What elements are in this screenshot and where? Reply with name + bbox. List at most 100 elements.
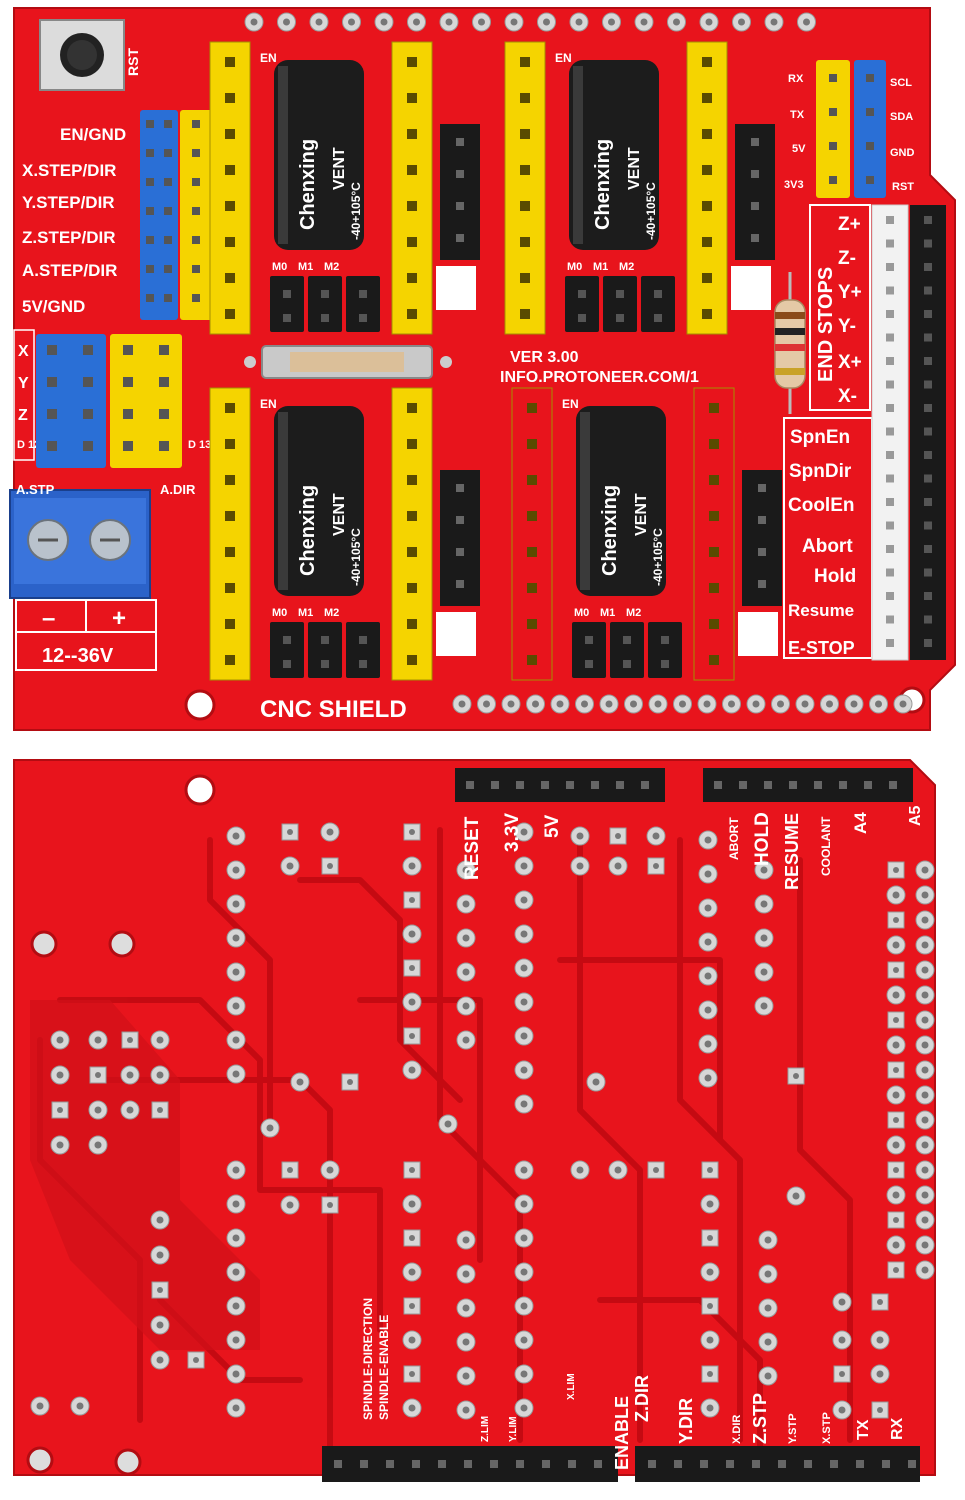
- label-x-step-dir: X.STEP/DIR: [22, 161, 116, 180]
- microstep-label: M2: [324, 607, 339, 619]
- endstop-y-minus: Y-: [838, 316, 856, 337]
- capacitor-vent: VENT: [633, 493, 650, 536]
- uart-tx: TX: [790, 109, 805, 121]
- microstep-jumper: [641, 276, 675, 332]
- microstep-label: M0: [272, 607, 287, 619]
- socket-rail: [391, 41, 433, 335]
- capacitor: [569, 60, 659, 250]
- microstep-label: M2: [626, 607, 641, 619]
- socket-rail: [391, 387, 433, 681]
- microstep-jumper: [603, 276, 637, 332]
- label-a5: A5: [907, 805, 924, 826]
- en-label: EN: [260, 51, 277, 65]
- socket-rail: [686, 41, 728, 335]
- capacitor-vent: VENT: [626, 147, 643, 190]
- label-coolant: COOLANT: [819, 816, 833, 876]
- label-spindle-enable: SPINDLE-ENABLE: [377, 1315, 391, 1420]
- left-stepper-labels: EN/GND X.STEP/DIR Y.STEP/DIR Z.STEP/DIR …: [22, 125, 126, 316]
- reset-button[interactable]: [39, 19, 125, 91]
- axis-letter-label: Z: [443, 617, 465, 658]
- ctrl-abort: Abort: [802, 536, 853, 557]
- endstops-block: END STOPS Z+ Z- Y+ Y- X+ X-: [809, 204, 871, 411]
- microstep-jumper: [346, 622, 380, 678]
- axis-letter-label: Y: [738, 271, 762, 312]
- socket-rail: [209, 41, 251, 335]
- microstep-label: M1: [600, 607, 615, 619]
- i2c-rst: RST: [892, 181, 914, 193]
- axis-label-z: Z: [18, 407, 28, 424]
- label-x-stp: X.STP: [821, 1412, 833, 1444]
- axis-label-x: X: [18, 343, 29, 360]
- bottom-board: RESET 3.3V 5V ABORT HOLD RESUME COOLANT …: [13, 759, 936, 1482]
- microstep-label: M1: [298, 261, 313, 273]
- ctrl-resume: Resume: [788, 601, 854, 620]
- microstep-jumper: [565, 276, 599, 332]
- label-spindle-direction: SPINDLE-DIRECTION: [361, 1298, 375, 1420]
- bottom-top-header-left: [455, 768, 665, 802]
- top-header-pads: [244, 12, 816, 32]
- ctrl-coolen: CoolEn: [788, 495, 855, 516]
- label-y-lim: Y.LIM: [508, 1416, 519, 1442]
- label-rx: RX: [889, 1417, 906, 1440]
- resistor: [774, 272, 806, 414]
- power-terminal: [9, 489, 151, 599]
- microstep-jumper: [648, 622, 682, 678]
- socket-rail: [504, 41, 546, 335]
- en-label: EN: [260, 397, 277, 411]
- capacitor-temp: -40+105°C: [349, 182, 363, 240]
- axis-label-d12: D 12: [17, 439, 40, 451]
- microstep-jumper: [308, 622, 342, 678]
- label-en-gnd: EN/GND: [60, 125, 126, 144]
- ctrl-spnen: SpnEn: [790, 427, 850, 448]
- endstops-title: END STOPS: [815, 267, 837, 382]
- socket-rail: [511, 387, 553, 681]
- bottom-header-pads: [452, 694, 913, 714]
- microstep-jumper: [572, 622, 606, 678]
- label-5v-gnd: 5V/GND: [22, 297, 85, 316]
- microstep-label: M2: [619, 261, 634, 273]
- capacitor-temp: -40+105°C: [651, 528, 665, 586]
- version-label: VER 3.00: [510, 349, 579, 366]
- i2c-scl: SCL: [890, 77, 912, 89]
- capacitor-temp: -40+105°C: [644, 182, 658, 240]
- ground-pour: [30, 1000, 260, 1350]
- endstop-headers: [871, 204, 946, 661]
- bottom-top-header-right: [703, 768, 913, 802]
- label-x-dir: X.DIR: [731, 1415, 743, 1444]
- label-z-dir: Z.DIR: [632, 1375, 652, 1422]
- microstep-label: M0: [567, 261, 582, 273]
- capacitor: [576, 406, 666, 596]
- top-board: RST EN/GND X.STEP/DIR Y.STEP/DIR Z.STEP/…: [9, 7, 956, 731]
- label-y-dir: Y.DIR: [676, 1398, 696, 1444]
- label-z-lim: Z.LIM: [480, 1416, 491, 1442]
- microstep-jumper: [270, 622, 304, 678]
- i2c-gnd: GND: [890, 147, 915, 159]
- endstop-y-plus: Y+: [838, 282, 862, 303]
- label-a-step-dir: A.STEP/DIR: [22, 261, 117, 280]
- label-hold: HOLD: [752, 812, 773, 866]
- ctrl-hold: Hold: [814, 566, 856, 587]
- label-tx: TX: [855, 1419, 872, 1440]
- label-d13: D 13: [188, 439, 211, 451]
- label-z-stp: Z.STP: [750, 1393, 770, 1444]
- capacitor-brand: Chenxing: [599, 485, 621, 576]
- uart-rx: RX: [788, 73, 804, 85]
- label-reset: RESET: [462, 816, 483, 880]
- capacitor-temp: -40+105°C: [349, 528, 363, 586]
- mount-hole: [26, 1446, 54, 1474]
- i2c-sda: SDA: [890, 111, 913, 123]
- label-resume: RESUME: [782, 813, 802, 890]
- endstop-z-plus: Z+: [838, 214, 861, 235]
- fuse: [244, 345, 452, 379]
- capacitor-brand: Chenxing: [297, 485, 319, 576]
- bottom-bottom-header-right: [635, 1446, 920, 1482]
- mount-hole: [108, 930, 136, 958]
- mount-hole: [114, 1448, 142, 1476]
- microstep-label: M1: [593, 261, 608, 273]
- label-abort: ABORT: [727, 817, 741, 860]
- capacitor-brand: Chenxing: [297, 139, 319, 230]
- label-x-lim: X.LIM: [566, 1373, 577, 1400]
